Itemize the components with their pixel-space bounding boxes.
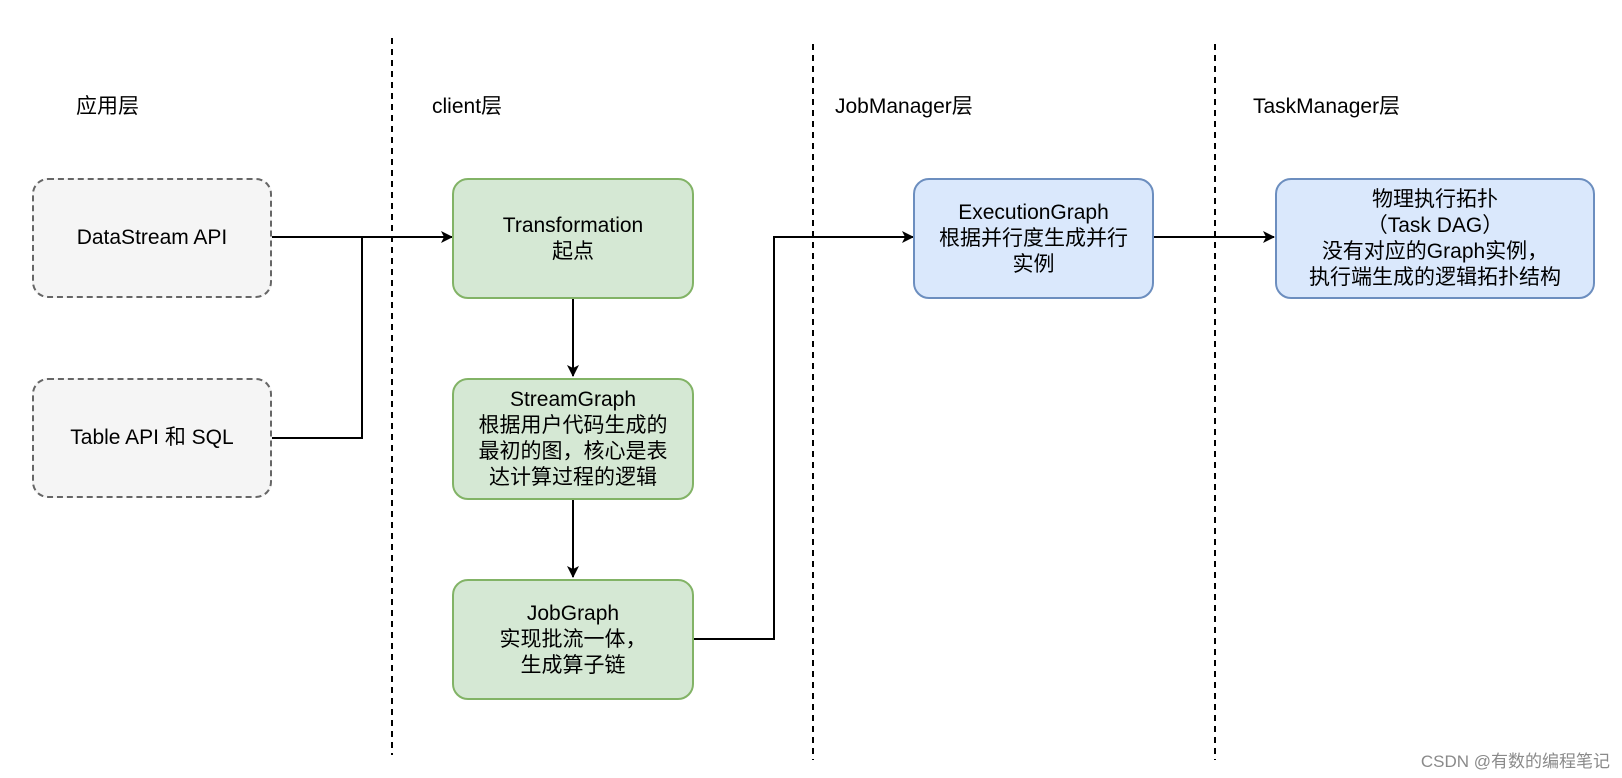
node-jobgraph[interactable]: JobGraph 实现批流一体， 生成算子链: [452, 579, 694, 700]
layer-title-jobmanager: JobManager层: [835, 95, 973, 118]
node-desc-line: 没有对应的Graph实例，: [1321, 239, 1549, 263]
node-label: Table API 和 SQL: [70, 426, 234, 449]
node-desc-line: 实现批流一体，: [499, 627, 647, 651]
node-title: Transformation: [502, 213, 644, 237]
node-table-api-sql[interactable]: Table API 和 SQL: [32, 378, 272, 498]
node-desc-line: 实例: [1012, 252, 1055, 276]
layer-title-app: 应用层: [76, 95, 139, 118]
node-title: ExecutionGraph: [958, 200, 1109, 224]
node-executiongraph[interactable]: ExecutionGraph 根据并行度生成并行 实例: [913, 178, 1154, 299]
edge-jobgraph-to-executiongraph: [694, 231, 914, 640]
node-desc-line: 生成算子链: [520, 653, 626, 677]
node-streamgraph[interactable]: StreamGraph 根据用户代码生成的 最初的图，核心是表 达计算过程的逻辑: [452, 378, 694, 500]
node-desc-line: 根据并行度生成并行: [939, 226, 1128, 250]
csdn-watermark: CSDN @有数的编程笔记: [1420, 752, 1610, 771]
node-desc-line: 起点: [552, 239, 594, 263]
edge-table-to-transformation: [272, 237, 363, 439]
node-desc-line: 达计算过程的逻辑: [489, 466, 657, 489]
node-desc-line: 根据用户代码生成的: [478, 414, 668, 437]
node-desc-line: （Task DAG）: [1366, 213, 1504, 237]
node-transformation[interactable]: Transformation 起点: [452, 178, 694, 299]
node-title: StreamGraph: [509, 388, 637, 411]
node-title: JobGraph: [526, 601, 620, 625]
node-desc-line: 执行端生成的逻辑拓扑结构: [1309, 265, 1561, 289]
node-desc-line: 最初的图，核心是表: [478, 440, 668, 463]
node-title: 物理执行拓扑: [1372, 187, 1498, 211]
node-datastream-api[interactable]: DataStream API: [32, 178, 272, 298]
layer-title-taskmanager: TaskManager层: [1253, 95, 1401, 118]
node-physical-topology[interactable]: 物理执行拓扑 （Task DAG） 没有对应的Graph实例， 执行端生成的逻辑…: [1275, 178, 1595, 299]
node-label: DataStream API: [76, 226, 228, 249]
layer-title-client: client层: [432, 95, 503, 118]
